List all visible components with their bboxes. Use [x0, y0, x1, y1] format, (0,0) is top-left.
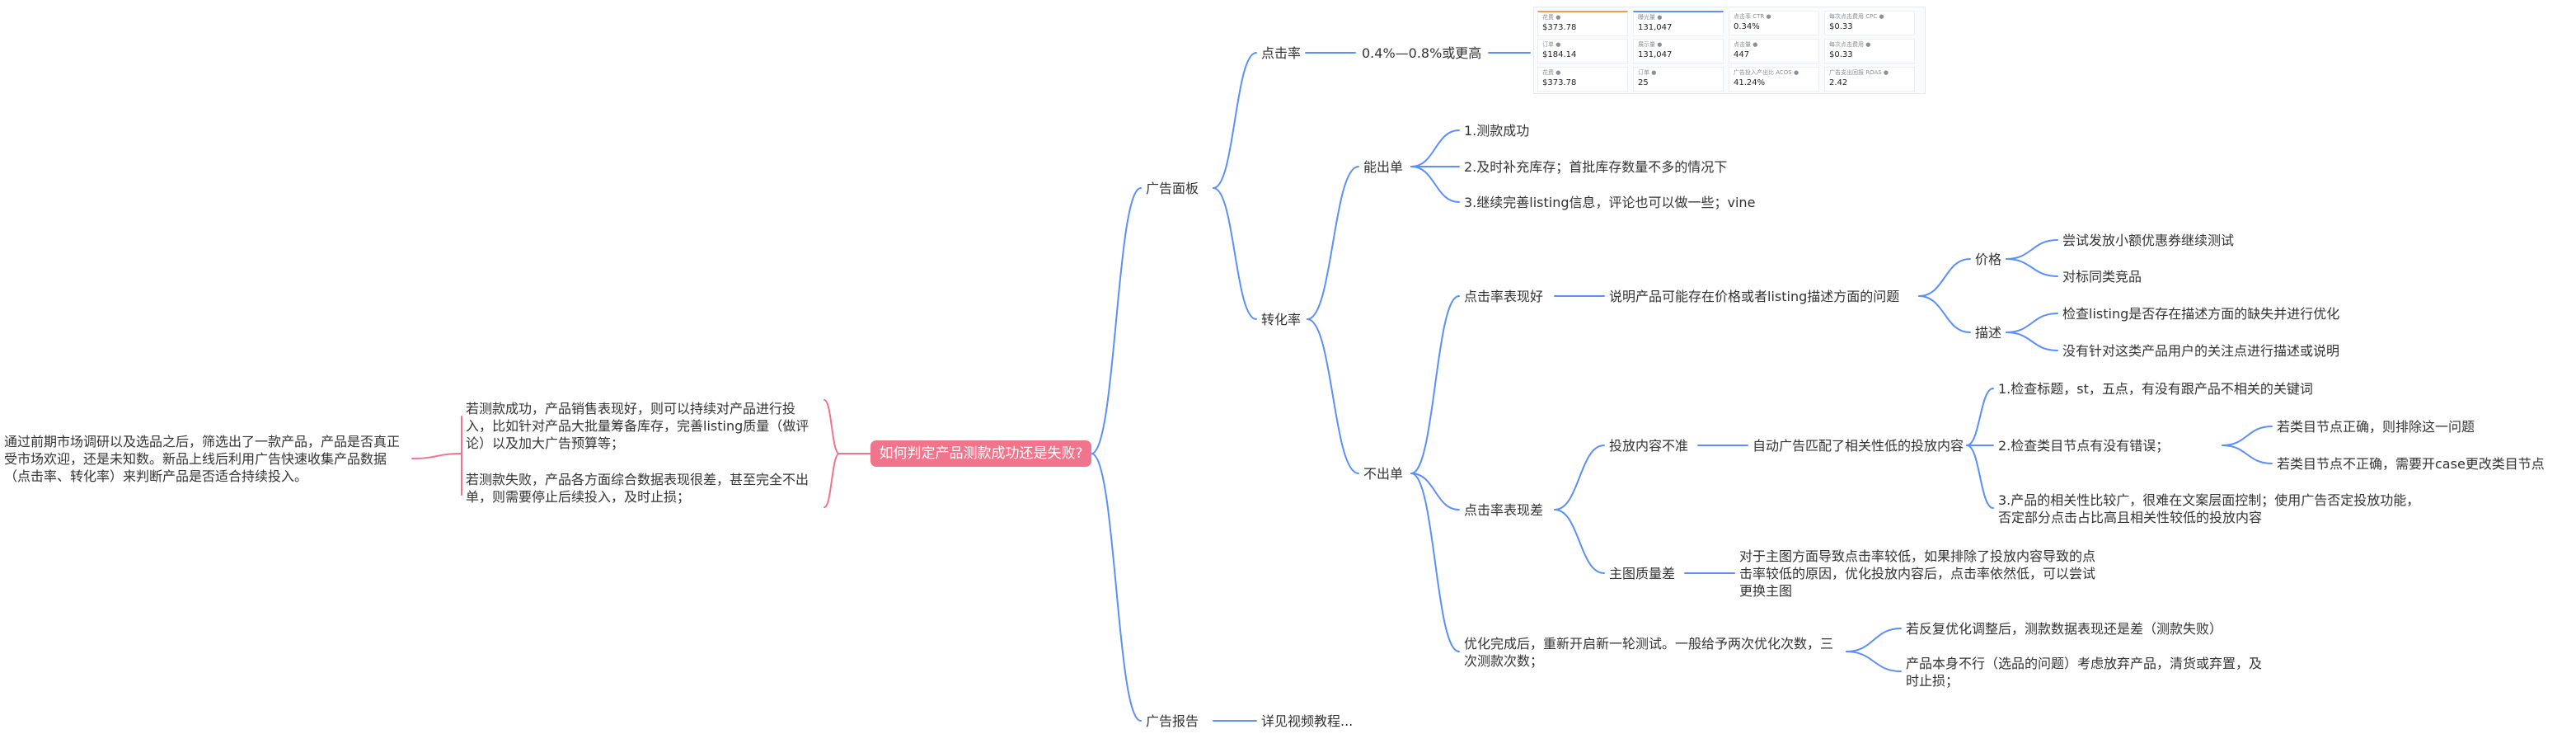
- node-cvr[interactable]: 转化率: [1261, 312, 1302, 327]
- connector-line: [2222, 445, 2273, 464]
- connector-line: [1966, 445, 1994, 509]
- connector-line: [2006, 258, 2058, 277]
- node-retest[interactable]: 优化完成后，重新开启新一轮测试。一般给予两次优化次数，三次测款次数；: [1464, 636, 1834, 669]
- node-ad-report[interactable]: 广告报告: [1146, 713, 1199, 729]
- node-retest-give-up[interactable]: 产品本身不行（选品的问题）考虑放弃产品，清货或弃置，及时止损；: [1906, 656, 2263, 689]
- metric-card: 每次点击费用 ●$0.33: [1824, 39, 1915, 64]
- metric-card: 点击率 CTR ●0.34%: [1729, 11, 1819, 35]
- root-topic[interactable]: 如何判定产品测款成功还是失败?: [870, 440, 1091, 467]
- price-item-1[interactable]: 尝试发放小额优惠券继续测试: [2062, 233, 2235, 248]
- connector-line: [1410, 473, 1460, 652]
- node-relevance[interactable]: 3.产品的相关性比较广，很难在文案层面控制；使用广告否定投放功能，否定部分点击占…: [1998, 492, 2420, 525]
- connector-line: [823, 453, 840, 508]
- connector-line: [1410, 295, 1460, 474]
- node-no-order[interactable]: 不出单: [1363, 466, 1404, 482]
- node-check-title[interactable]: 1.检查标题，st，五点，有没有跟产品不相关的关键词: [1998, 381, 2313, 397]
- connector-line: [1554, 509, 1605, 574]
- node-desc[interactable]: 描述: [1975, 325, 2002, 341]
- connector-line: [1213, 187, 1257, 320]
- connector-line: [1213, 52, 1257, 189]
- node-node-correct[interactable]: 若类目节点正确，则排除这一问题: [2277, 419, 2475, 435]
- node-can-order[interactable]: 能出单: [1363, 159, 1404, 175]
- node-retest-fail[interactable]: 若反复优化调整后，测款数据表现还是差（测款失败）: [1906, 621, 2223, 637]
- node-ad-panel[interactable]: 广告面板: [1146, 181, 1199, 196]
- metric-card: 每次点击费用 CPC ●$0.33: [1824, 11, 1915, 35]
- node-ctr[interactable]: 点击率: [1261, 45, 1302, 61]
- metric-card: 曝光量 ●131,047: [1633, 11, 1724, 36]
- node-auto-match[interactable]: 自动广告匹配了相关性低的投放内容: [1753, 438, 1964, 454]
- node-ctr-bad[interactable]: 点击率表现差: [1464, 502, 1544, 518]
- desc-item-2[interactable]: 没有针对这类产品用户的关注点进行描述或说明: [2062, 343, 2340, 359]
- connector-line: [1410, 473, 1460, 511]
- connector-line: [1918, 295, 1971, 333]
- connector-line: [2006, 313, 2058, 333]
- can-order-item-2[interactable]: 2.及时补充库存；首批库存数量不多的情况下: [1464, 159, 1728, 175]
- ad-dashboard-thumbnail: 花费 ●$373.78 曝光量 ●131,047 点击率 CTR ●0.34% …: [1533, 7, 1926, 94]
- connector-line: [1846, 628, 1902, 652]
- node-node-wrong[interactable]: 若类目节点不正确，需要开case更改类目节点: [2277, 456, 2545, 472]
- node-check-node[interactable]: 2.检查类目节点有没有错误；: [1998, 438, 2170, 454]
- connector-line: [1918, 258, 1971, 297]
- node-ctr-good[interactable]: 点击率表现好: [1464, 289, 1544, 304]
- metric-card: 订单 ●25: [1633, 67, 1724, 92]
- connector-line: [1307, 166, 1359, 320]
- metric-card: 花费 ●$373.78: [1537, 11, 1628, 36]
- connector-line: [411, 453, 462, 459]
- intro-text: 通过前期市场调研以及选品之后，筛选出了一款产品，产品是否真正受市场欢迎，还是未知…: [4, 434, 401, 484]
- desc-item-1[interactable]: 检查listing是否存在描述方面的缺失并进行优化: [2062, 306, 2340, 322]
- connector-line: [1091, 187, 1142, 454]
- connector-line: [1410, 166, 1460, 203]
- node-placement-bad[interactable]: 投放内容不准: [1609, 438, 1689, 454]
- node-price[interactable]: 价格: [1975, 252, 2002, 267]
- metric-card: 点击量 ●447: [1729, 39, 1819, 64]
- can-order-item-1[interactable]: 1.测款成功: [1464, 123, 1530, 139]
- node-report-link[interactable]: 详见视频教程...: [1261, 713, 1354, 729]
- price-item-2[interactable]: 对标同类竞品: [2062, 269, 2142, 285]
- connector-line: [823, 399, 840, 454]
- node-main-img-desc[interactable]: 对于主图方面导致点击率较低，如果排除了投放内容导致的点击率较低的原因，优化投放内…: [1739, 548, 2096, 599]
- outcome-fail-text: 若测款失败，产品各方面综合数据表现很差，甚至完全不出单，则需要停止后续投入，及时…: [466, 472, 809, 505]
- connector-line: [1091, 453, 1142, 722]
- connector-line: [1410, 129, 1460, 167]
- metric-card: 花费 ●$373.78: [1537, 67, 1628, 92]
- connector-line: [2006, 239, 2058, 260]
- metric-card: 广告支出回报 ROAS ●2.42: [1824, 67, 1915, 92]
- connector-line: [2222, 426, 2273, 446]
- outcome-success-text: 若测款成功，产品销售表现好，则可以持续对产品进行投入，比如针对产品大批量筹备库存…: [466, 401, 809, 451]
- node-ctr-range[interactable]: 0.4%—0.8%或更高: [1362, 45, 1482, 61]
- node-ctr-good-desc[interactable]: 说明产品可能存在价格或者listing描述方面的问题: [1609, 289, 1900, 304]
- connector-line: [1307, 318, 1359, 474]
- can-order-item-3[interactable]: 3.继续完善listing信息，评论也可以做一些；vine: [1464, 195, 1756, 210]
- metric-card: 订单 ●$184.14: [1537, 39, 1628, 64]
- node-main-img[interactable]: 主图质量差: [1609, 566, 1676, 581]
- connector-line: [1966, 388, 1994, 446]
- connector-line: [2006, 332, 2058, 351]
- metric-card: 广告投入产出比 ACOS ●41.24%: [1729, 67, 1819, 92]
- connector-line: [1554, 445, 1605, 511]
- metric-card: 展示量 ●131,047: [1633, 39, 1724, 64]
- connector-line: [1846, 651, 1902, 672]
